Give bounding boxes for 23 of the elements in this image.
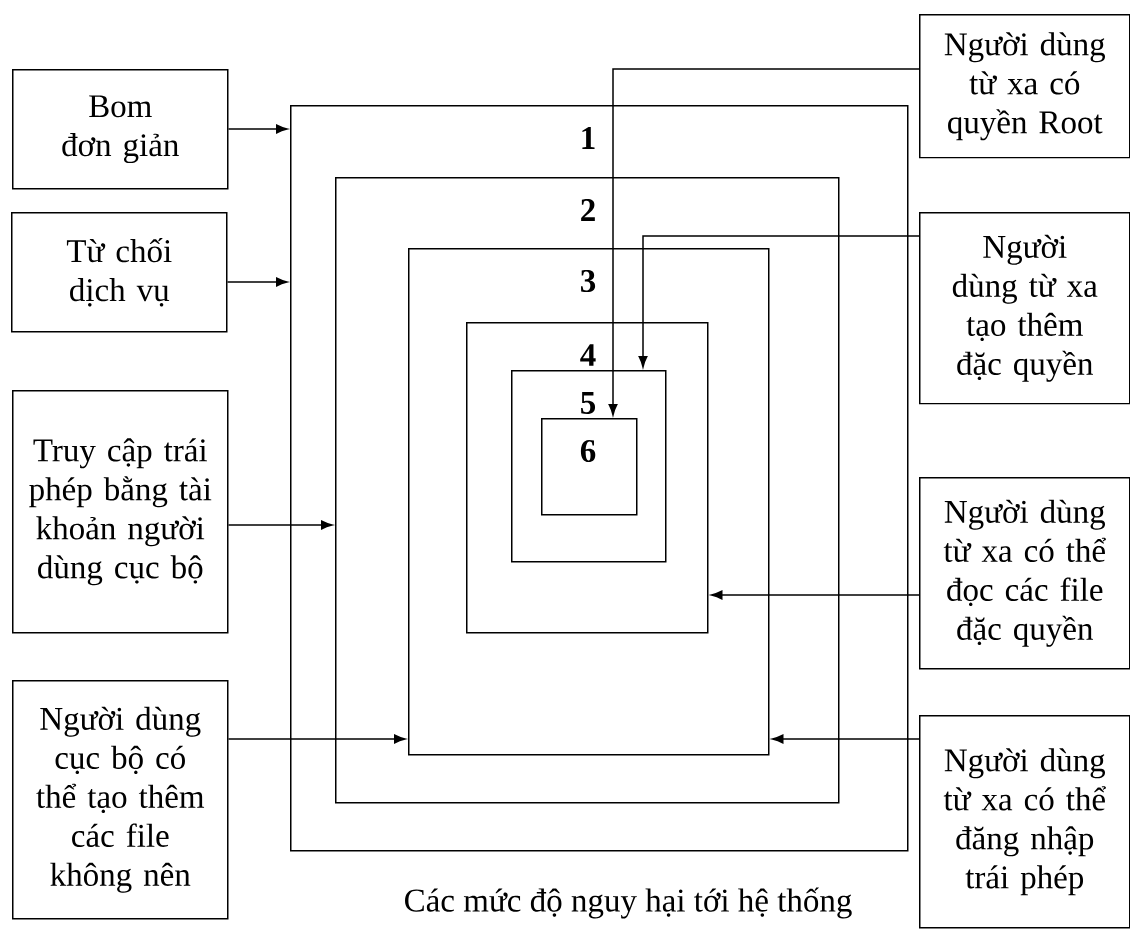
- text-box: Người dùng từ xa có quyền Root: [919, 14, 1130, 159]
- text-box: Người dùng từ xa có thể đọc các file đặc quyền: [919, 477, 1130, 670]
- arrow: [227, 124, 288, 134]
- arrow: [226, 277, 288, 287]
- level-number: 6: [580, 439, 596, 463]
- level-number: 1: [582, 127, 595, 149]
- text-box: Người dùng từ xa có thể đăng nhập trái phép: [919, 715, 1130, 929]
- text-box: Truy cập trái phép bằng tài khoản người dùng cục bộ: [12, 390, 229, 634]
- level-number: 5: [581, 392, 596, 414]
- text-box: Từ chối dịch vụ: [11, 212, 228, 333]
- text-box: Người dùng từ xa tạo thêm đặc quyền: [919, 212, 1130, 405]
- level-number: 3: [581, 269, 596, 293]
- text-box: Người dùng cục bộ có thể tạo thêm các file không nên: [12, 680, 229, 920]
- caption: Các mức độ nguy hại tới hệ thống: [405, 887, 852, 919]
- level-number: 2: [581, 199, 595, 221]
- arrow: [227, 520, 333, 530]
- text-box: Bom đơn giản: [12, 69, 229, 190]
- level-number: 4: [580, 344, 596, 366]
- arrow: [772, 734, 920, 744]
- arrow: [608, 68, 920, 416]
- arrow: [227, 734, 406, 744]
- arrow: [638, 235, 920, 368]
- arrow: [711, 590, 920, 600]
